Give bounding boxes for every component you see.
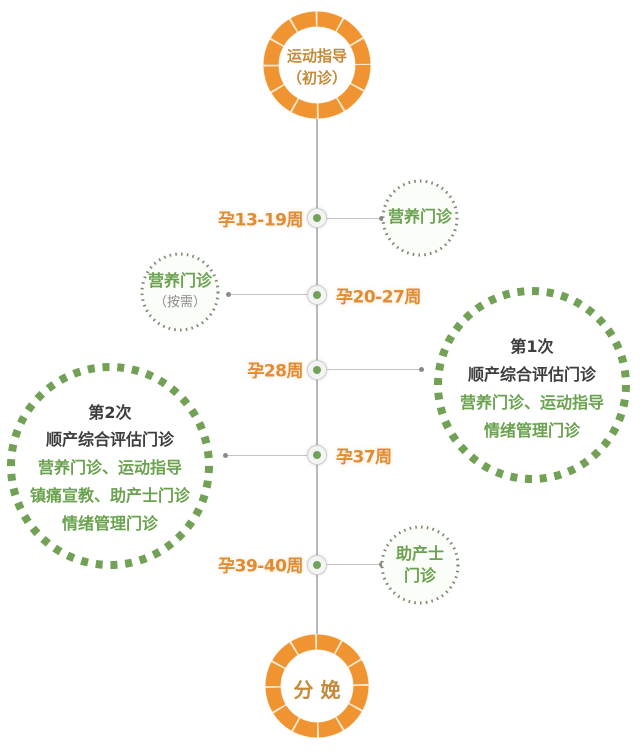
dotted-circle-icon [381,179,459,257]
clinic-nutrition-circle: 营养门诊 [380,178,460,258]
clinic-nutrition-optional-circle: 营养门诊 （按需） [139,251,221,333]
connector-dot [419,367,424,372]
clinic-midwife-circle: 助产士 门诊 [379,524,461,606]
assessment-2-circle: 第2次 顺产综合评估门诊 营养门诊、运动指导 镇痛宣教、助产士门诊 情绪管理门诊 [5,361,215,571]
assessment-2-services-3: 情绪管理门诊 [61,514,158,533]
assessment-2-services-1: 营养门诊、运动指导 [37,458,182,477]
clinic-nutrition-optional-label: 营养门诊 [147,271,212,290]
dashed-circle-icon [7,363,213,569]
timeline-node-39-40 [307,555,327,575]
assessment-1-circle: 第1次 顺产综合评估门诊 营养门诊、运动指导 情绪管理门诊 [432,285,632,485]
start-label-line1: 运动指导 [286,47,347,65]
week-label-37: 孕37周 [336,447,392,468]
start-label-line2: （初诊） [286,69,347,87]
connector-line [229,294,309,295]
timeline-node-37 [307,445,327,465]
orange-segmented-ring-icon [265,634,369,738]
dotted-circle-icon [380,525,460,605]
week-label-20-27: 孕20-27周 [336,287,421,308]
clinic-midwife-label-2: 门诊 [403,566,436,585]
end-label: 分 娩 [293,678,341,702]
week-label-39-40: 孕39-40周 [218,556,303,577]
assessment-1-services-1: 营养门诊、运动指导 [459,393,604,412]
timeline-node-13-19 [307,208,327,228]
clinic-midwife-label-1: 助产士 [395,544,444,563]
assessment-2-subtitle: 顺产综合评估门诊 [45,430,174,449]
assessment-1-title: 第1次 [510,337,554,356]
clinic-nutrition-optional-note: （按需） [153,295,206,310]
connector-line [326,564,382,565]
connector-dot [379,562,384,567]
assessment-1-services-2: 情绪管理门诊 [483,421,580,440]
dotted-circle-icon [140,252,220,332]
clinic-nutrition-label: 营养门诊 [387,207,452,226]
connector-dot [223,453,228,458]
timeline-node-28 [307,360,327,380]
assessment-1-subtitle: 顺产综合评估门诊 [467,365,596,384]
orange-segmented-ring-icon [263,11,371,119]
connector-dot [226,292,231,297]
connector-dot [379,216,384,221]
end-node-circle: 分 娩 [263,632,371,740]
connector-line [326,218,382,219]
dashed-circle-icon [434,287,630,483]
assessment-2-title: 第2次 [88,403,132,422]
timeline-node-20-27 [307,285,327,305]
week-label-28: 孕28周 [247,361,303,382]
connector-line [226,455,310,456]
assessment-2-services-2: 镇痛宣教、助产士门诊 [29,486,190,505]
connector-line [326,369,422,370]
week-label-13-19: 孕13-19周 [218,210,303,231]
start-node-circle: 运动指导 （初诊） [261,9,373,121]
